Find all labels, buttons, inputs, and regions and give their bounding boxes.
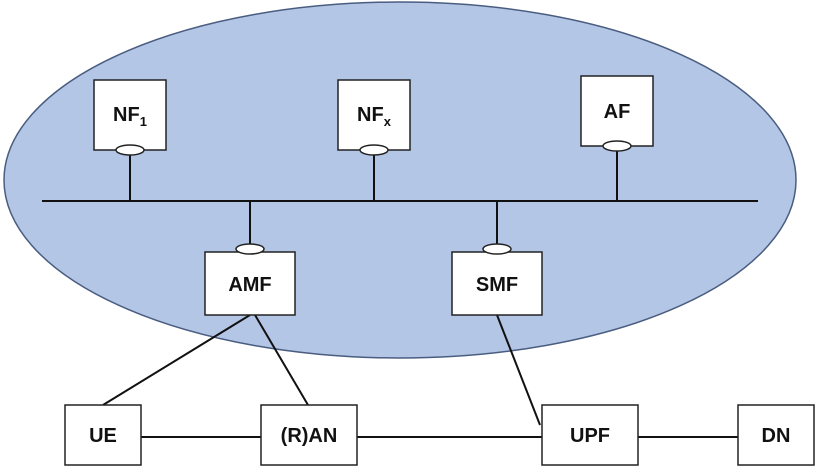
smf-label: SMF [476,274,518,296]
nf1-node: NF1 [93,79,167,156]
dn-label: DN [762,425,791,447]
amf-port [235,243,265,255]
smf-upf-link [496,314,541,426]
af-port [602,140,632,152]
amf-node: AMF [204,243,296,316]
nfx-label: NFx [357,104,392,129]
service-domain-ellipse [3,1,797,359]
nf1-port [115,144,145,156]
ran-node: (R)AN [260,404,358,466]
upf-label: UPF [570,425,610,447]
smf-node: SMF [451,243,543,316]
nfx-node: NFx [337,79,411,156]
ue-node: UE [64,404,142,466]
nf1-label: NF1 [113,104,147,129]
nfx-port [359,144,389,156]
ue-label: UE [89,425,117,447]
af-label: AF [604,101,631,123]
upf-node: UPF [541,404,639,466]
amf-ue-link [102,314,251,406]
amf-label: AMF [228,274,271,296]
dn-node: DN [737,404,815,466]
amf-ran-link [254,314,309,406]
ran-label: (R)AN [281,425,338,447]
smf-port [482,243,512,255]
af-node: AF [580,75,654,152]
